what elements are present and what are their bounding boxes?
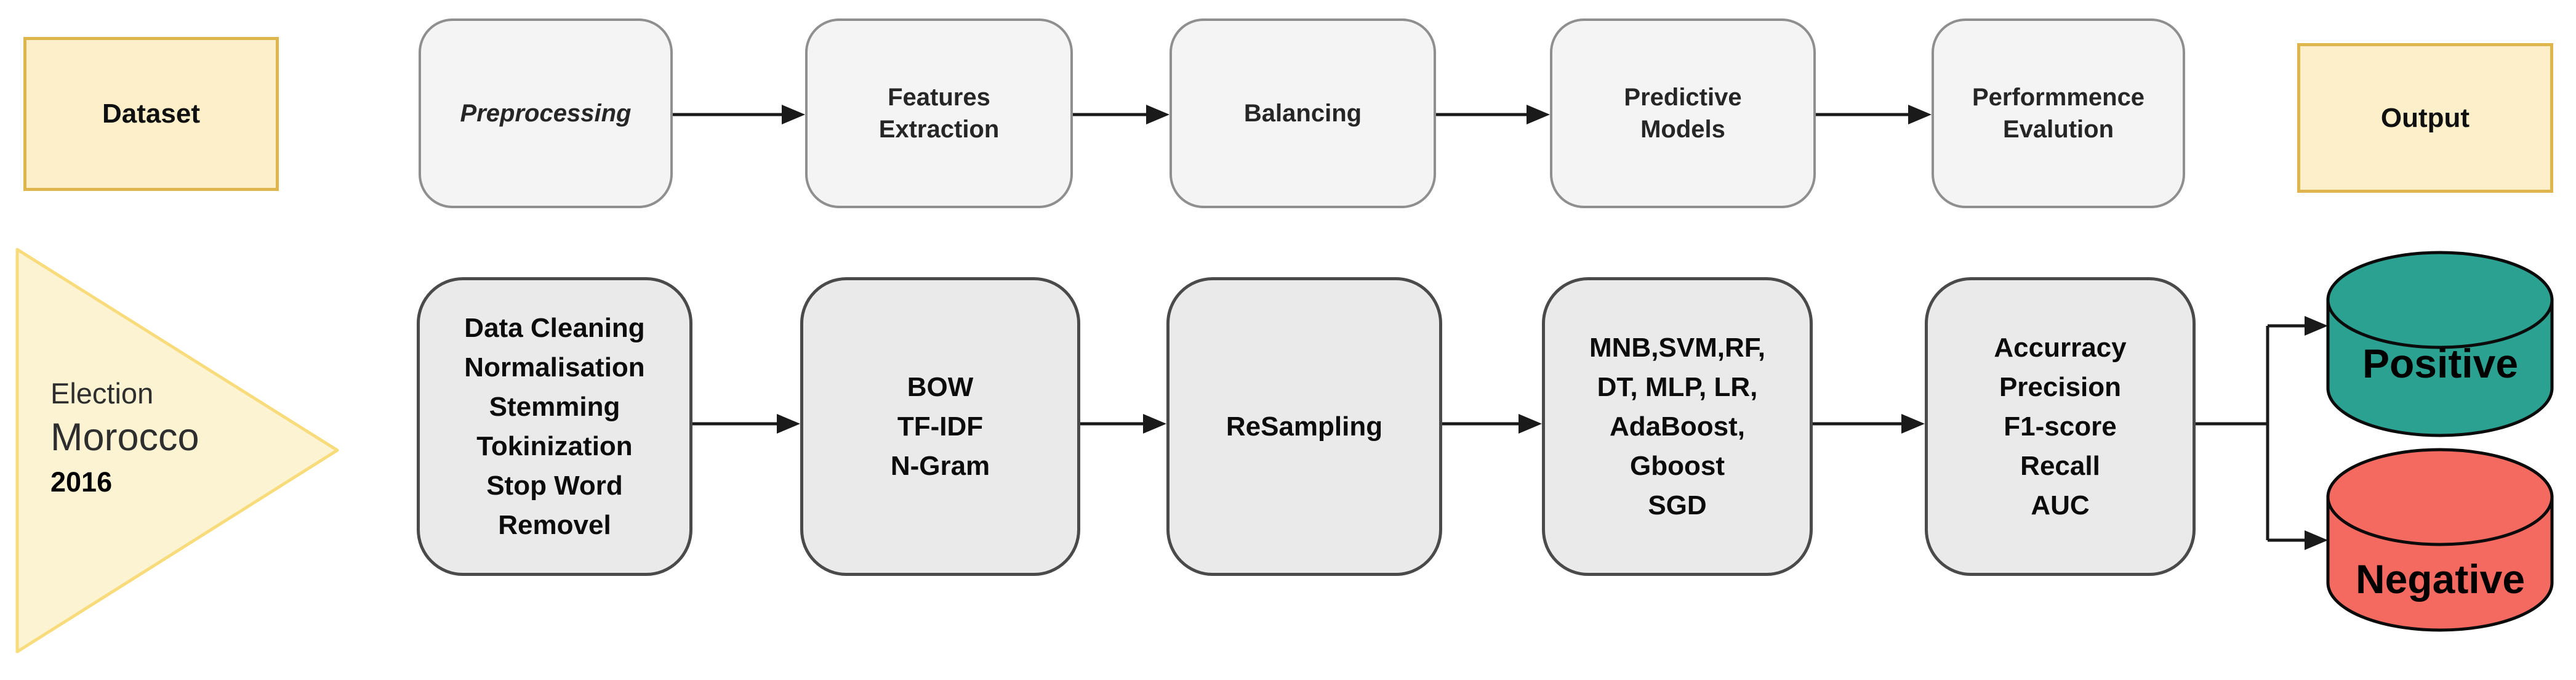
source-line-2016: 2016: [50, 466, 113, 498]
detail-resampling-label: ReSampling: [1226, 411, 1383, 442]
dataset-triangle: [15, 248, 339, 654]
detail-model-list-label: MNB,SVM,RF, DT, MLP, LR, AdaBoost, Gboos…: [1589, 332, 1765, 520]
dataset-label: Dataset: [102, 99, 200, 129]
detail-metrics-list: Accurracy Precision F1-score Recall AUC: [1925, 277, 2196, 576]
source-line-morocco: Morocco: [50, 416, 199, 459]
detail-feature-methods-label: BOW TF-IDF N-Gram: [890, 371, 990, 481]
detail-model-list: MNB,SVM,RF, DT, MLP, LR, AdaBoost, Gboos…: [1542, 277, 1813, 576]
stage-predictive-models-label: Predictive Models: [1624, 84, 1742, 143]
dataset-box: Dataset: [23, 37, 279, 191]
stage-predictive-models: Predictive Models: [1550, 18, 1816, 208]
positive-output-label: Positive: [2362, 341, 2519, 386]
stage-preprocessing-label: Preprocessing: [460, 100, 632, 127]
stage-preprocessing: Preprocessing: [419, 18, 673, 208]
negative-cylinder: [2326, 448, 2554, 632]
detail-preprocessing-steps-label: Data Cleaning Normalisation Stemming Tok…: [464, 312, 645, 540]
source-line-election: Election: [50, 377, 154, 410]
output-box: Output: [2297, 43, 2553, 193]
stage-features-extraction-label: Features Extraction: [878, 84, 1000, 143]
detail-feature-methods: BOW TF-IDF N-Gram: [800, 277, 1080, 576]
source-dataset-text: Election Morocco 2016: [50, 374, 272, 503]
stage-performance-evaluation-label: Performmence Evalution: [1972, 84, 2145, 143]
stage-balancing: Balancing: [1170, 18, 1436, 208]
detail-resampling: ReSampling: [1166, 277, 1442, 576]
detail-preprocessing-steps: Data Cleaning Normalisation Stemming Tok…: [417, 277, 692, 576]
detail-metrics-list-label: Accurracy Precision F1-score Recall AUC: [1994, 332, 2127, 520]
stage-performance-evaluation: Performmence Evalution: [1932, 18, 2185, 208]
branch-connector: [2196, 326, 2269, 540]
stage-features-extraction: Features Extraction: [805, 18, 1073, 208]
positive-cylinder: [2326, 251, 2554, 437]
output-label: Output: [2380, 102, 2470, 133]
negative-output-label: Negative: [2355, 556, 2526, 602]
stage-balancing-label: Balancing: [1243, 100, 1362, 127]
